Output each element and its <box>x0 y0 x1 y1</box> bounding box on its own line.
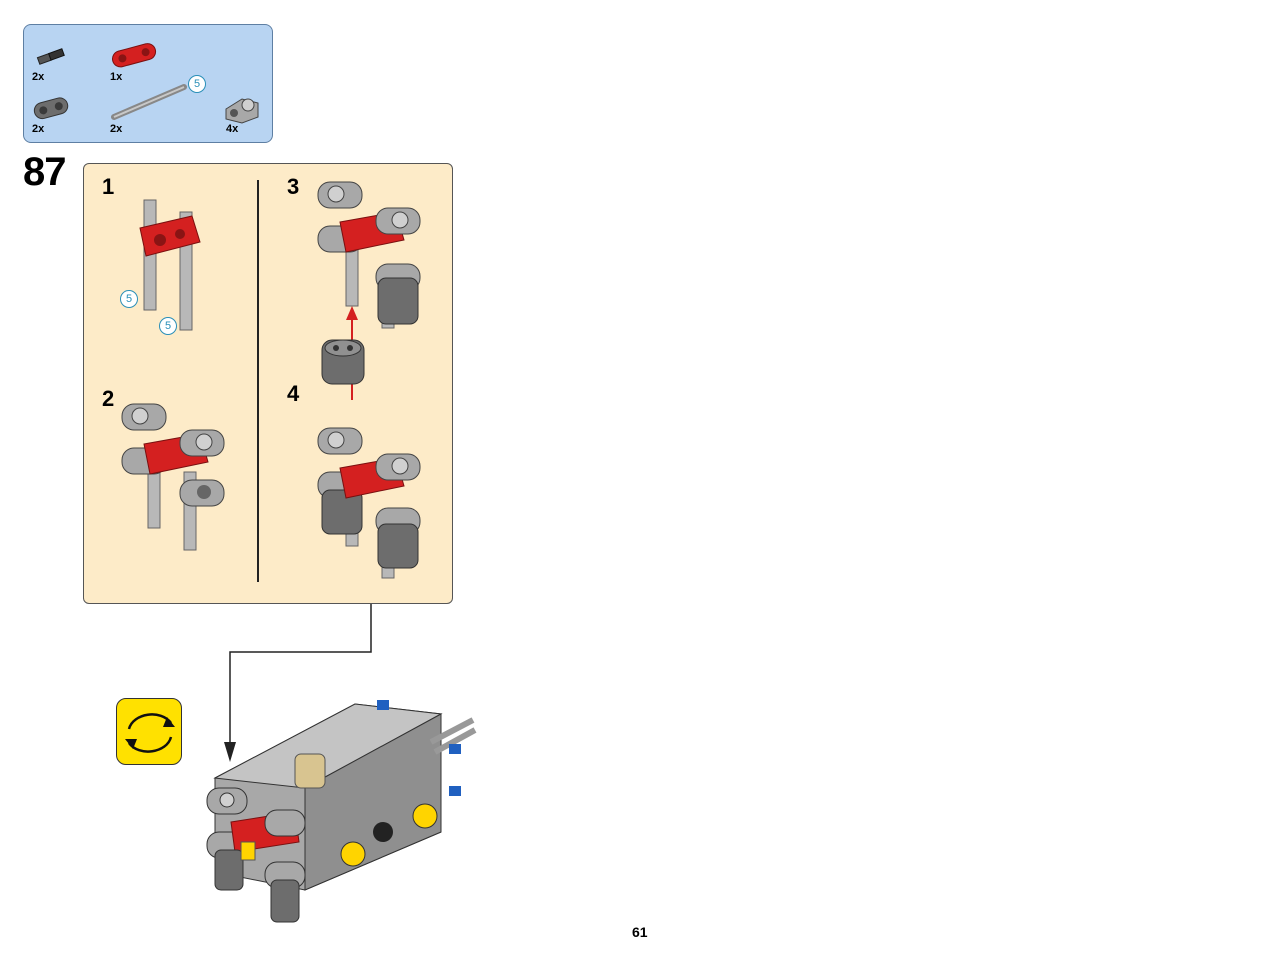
page-number: 61 <box>632 924 648 940</box>
sub-step-number: 4 <box>287 381 300 406</box>
sub-step-number: 1 <box>102 174 115 199</box>
part-qty: 2x <box>32 71 45 83</box>
parts-list: 2x 1x 2x 5 2x 4x <box>23 24 273 143</box>
sub-step-number: 3 <box>287 174 300 199</box>
main-model-illustration <box>206 700 477 923</box>
rotate-model-icon <box>116 698 182 765</box>
sub-step-1-illustration <box>139 199 201 331</box>
part-qty: 4x <box>226 123 239 135</box>
part-qty: 1x <box>110 71 123 83</box>
red-liftarm-icon <box>112 43 157 68</box>
axle-length-callout: 5 <box>120 290 138 308</box>
axle-pin-icon <box>36 48 65 65</box>
sub-step-4-illustration <box>317 427 421 579</box>
part-qty: 2x <box>32 123 45 135</box>
part-qty: 2x <box>110 123 123 135</box>
axle-length-callout: 5 <box>188 75 206 93</box>
sub-step-2-illustration <box>121 403 225 551</box>
cross-block-icon <box>225 98 259 124</box>
gray-connector-icon <box>33 97 69 120</box>
axle-length-callout: 5 <box>159 317 177 335</box>
sub-step-number: 2 <box>102 386 115 411</box>
sub-step-3-illustration <box>317 181 421 400</box>
axle-5-icon <box>111 84 187 120</box>
panel-divider <box>257 180 259 582</box>
step-number: 87 <box>23 150 66 194</box>
